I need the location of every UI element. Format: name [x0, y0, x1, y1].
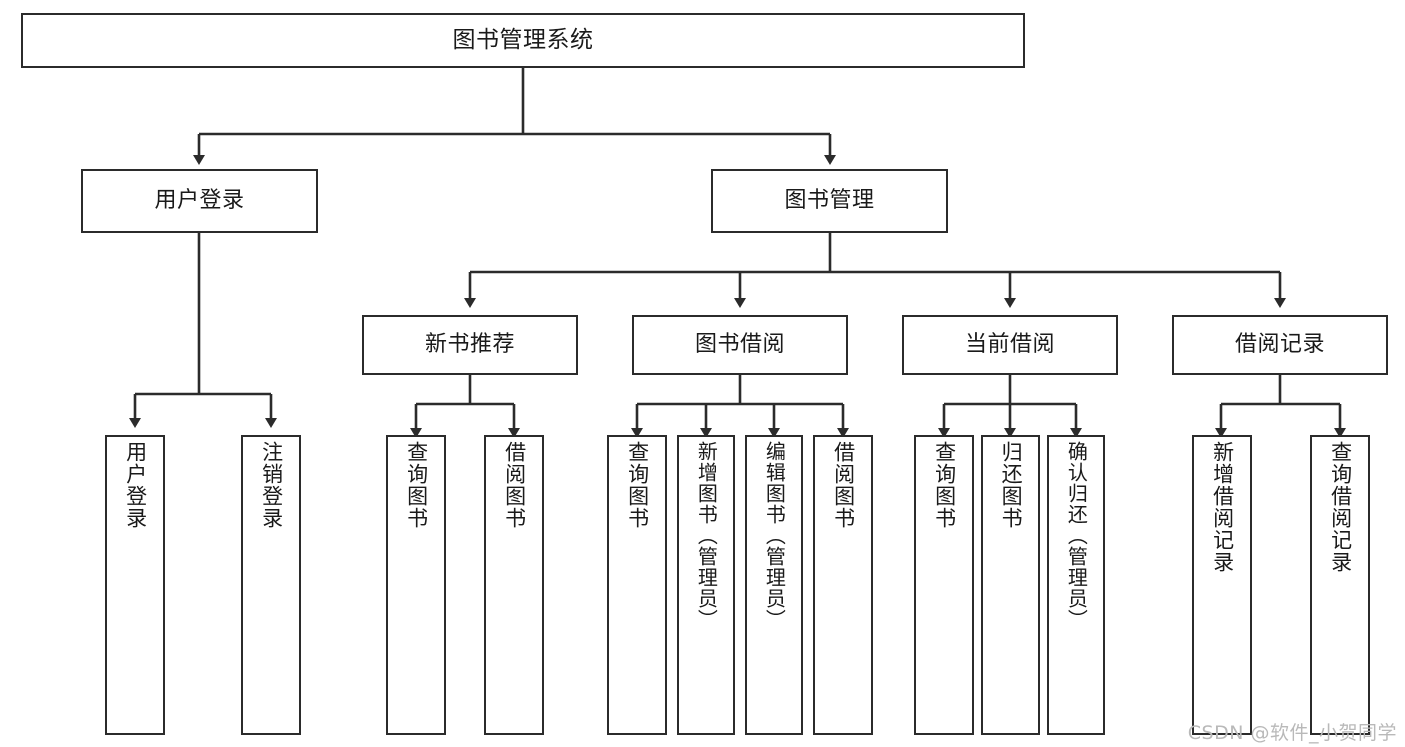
node-leaf-add-record[interactable]: 新增借阅记录 [1192, 435, 1252, 735]
node-borrow-record[interactable]: 借阅记录 [1172, 315, 1388, 375]
node-label: 用户登录 [154, 188, 245, 214]
node-book-management[interactable]: 图书管理 [711, 169, 948, 233]
node-label: 图书借阅 [694, 332, 785, 358]
node-label: 编辑图书（管理员） [762, 441, 787, 630]
node-label: 新增图书（管理员） [694, 441, 719, 630]
node-leaf-add-book[interactable]: 新增图书（管理员） [677, 435, 735, 735]
node-user-login[interactable]: 用户登录 [81, 169, 318, 233]
node-label: 新书推荐 [424, 332, 515, 358]
node-book-management-system[interactable]: 图书管理系统 [21, 13, 1025, 68]
node-leaf-query-book-2[interactable]: 查询图书 [607, 435, 667, 735]
node-label: 查询图书 [625, 441, 650, 529]
node-new-book-recommend[interactable]: 新书推荐 [362, 315, 578, 375]
node-label: 注销登录 [259, 441, 284, 529]
node-book-borrow[interactable]: 图书借阅 [632, 315, 848, 375]
node-label: 图书管理系统 [452, 26, 594, 53]
node-leaf-query-book-1[interactable]: 查询图书 [386, 435, 446, 735]
node-current-borrow[interactable]: 当前借阅 [902, 315, 1118, 375]
node-label: 图书管理 [784, 188, 875, 214]
node-label: 查询借阅记录 [1328, 441, 1353, 573]
node-label: 确认归还（管理员） [1064, 441, 1089, 630]
node-leaf-borrow-book-1[interactable]: 借阅图书 [484, 435, 544, 735]
node-leaf-query-record[interactable]: 查询借阅记录 [1310, 435, 1370, 735]
node-leaf-logout[interactable]: 注销登录 [241, 435, 301, 735]
node-leaf-query-book-3[interactable]: 查询图书 [914, 435, 974, 735]
node-label: 查询图书 [932, 441, 957, 529]
node-leaf-edit-book[interactable]: 编辑图书（管理员） [745, 435, 803, 735]
node-label: 归还图书 [999, 441, 1024, 529]
node-leaf-return-book[interactable]: 归还图书 [981, 435, 1040, 735]
node-leaf-borrow-book-2[interactable]: 借阅图书 [813, 435, 873, 735]
node-label: 新增借阅记录 [1210, 441, 1235, 573]
node-label: 借阅图书 [502, 441, 527, 529]
node-label: 查询图书 [404, 441, 429, 529]
node-label: 借阅图书 [831, 441, 856, 529]
node-leaf-user-login[interactable]: 用户登录 [105, 435, 165, 735]
node-leaf-confirm-return[interactable]: 确认归还（管理员） [1047, 435, 1105, 735]
node-label: 当前借阅 [964, 332, 1055, 358]
node-label: 借阅记录 [1234, 332, 1325, 358]
node-label: 用户登录 [123, 441, 148, 529]
